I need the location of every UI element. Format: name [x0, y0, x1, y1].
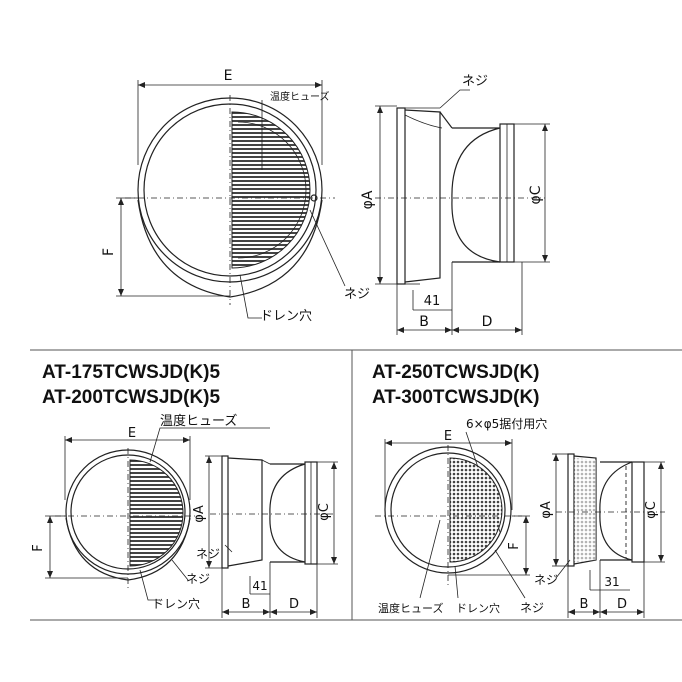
right-dim-f: F — [507, 542, 522, 549]
left-model-1: AT-175TCWSJD(K)5 — [42, 362, 220, 383]
right-dim-c: φC — [644, 501, 659, 519]
top-label-screw-top: ネジ — [462, 74, 488, 89]
right-label-mount-holes: 6×φ5据付用穴 — [466, 416, 547, 431]
top-dim-a: φA — [360, 190, 376, 209]
left-label-fuse: 温度ヒューズ — [160, 413, 237, 429]
left-dim-c: φC — [317, 503, 332, 521]
right-dim-31: 31 — [604, 575, 619, 589]
right-dim-d: D — [617, 597, 627, 612]
top-dim-c: φC — [528, 185, 544, 204]
right-dim-b: B — [580, 597, 589, 612]
left-dim-d: D — [289, 597, 299, 612]
left-model-2: AT-200TCWSJD(K)5 — [42, 387, 220, 408]
panel-frame — [30, 349, 682, 621]
right-model-2: AT-300TCWSJD(K) — [372, 387, 540, 408]
left-label-drain: ドレン穴 — [152, 596, 200, 611]
top-label-fuse: 温度ヒューズ — [270, 90, 330, 103]
top-side-view: φA φC 41 B D ネジ — [360, 74, 550, 335]
top-front-view: E F 温度ヒューズ ネジ ドレン穴 — [101, 68, 370, 324]
left-dim-e: E — [128, 426, 136, 441]
right-panel: AT-250TCWSJD(K) AT-300TCWSJD(K) 6×φ5据付用穴… — [372, 362, 665, 618]
right-dim-a: φA — [539, 501, 554, 519]
top-label-drain: ドレン穴 — [260, 309, 312, 324]
top-label-screw-side: ネジ — [344, 287, 370, 302]
left-label-screw-1: ネジ — [186, 572, 210, 586]
right-model-1: AT-250TCWSJD(K) — [372, 362, 540, 383]
left-dim-b: B — [242, 597, 251, 612]
right-label-screw: ネジ — [534, 573, 558, 587]
top-dim-41: 41 — [424, 294, 441, 309]
right-label-drain: ドレン穴 — [456, 601, 500, 615]
top-dim-e: E — [224, 68, 233, 84]
top-dim-f: F — [101, 248, 117, 256]
top-dim-b: B — [419, 314, 429, 330]
right-label-screw-2: ネジ — [520, 601, 544, 615]
left-dim-a: φA — [192, 505, 207, 523]
left-panel: AT-175TCWSJD(K)5 AT-200TCWSJD(K)5 E F 温度… — [31, 362, 338, 618]
right-dim-e: E — [444, 429, 452, 444]
left-dim-41: 41 — [252, 579, 267, 593]
left-dim-f: F — [31, 544, 46, 551]
left-label-screw-2: ネジ — [196, 547, 220, 561]
right-label-fuse: 温度ヒューズ — [378, 601, 443, 615]
top-dim-d: D — [482, 314, 493, 330]
